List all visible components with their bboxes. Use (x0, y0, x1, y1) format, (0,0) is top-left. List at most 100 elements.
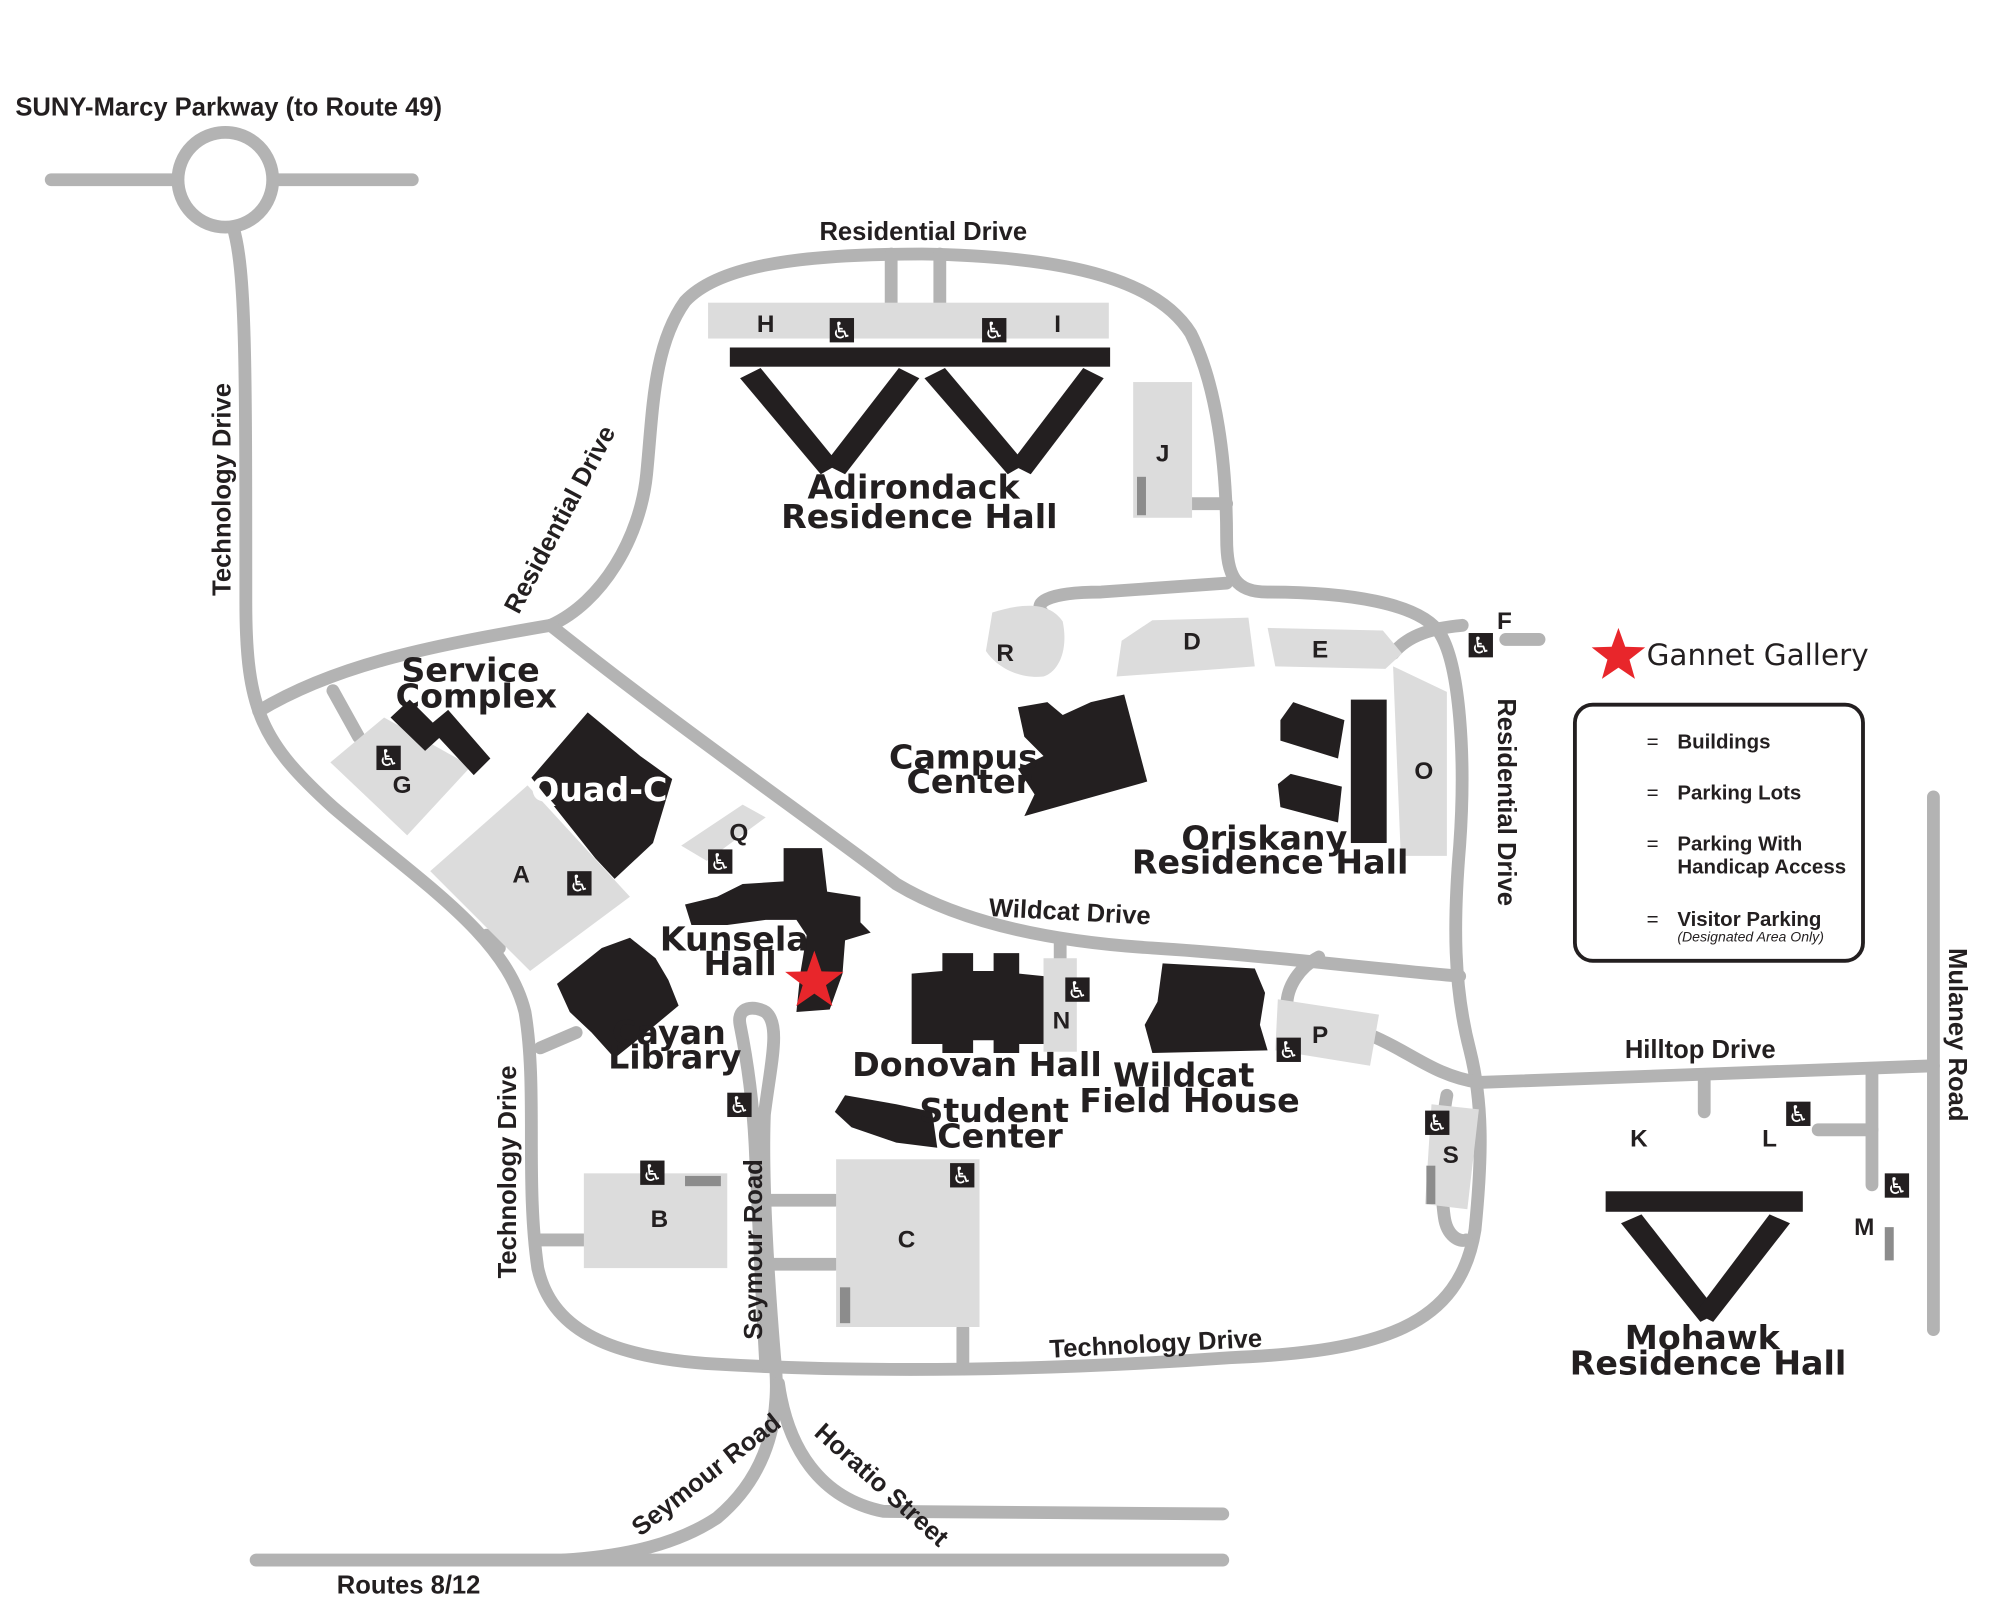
lot-labels: H I J G A Q R D E F O N P S B C K L M (393, 311, 1875, 1253)
label-student-center: Student Center (919, 1091, 1080, 1156)
lot-label-p: P (1312, 1022, 1328, 1049)
lot-label-j: J (1156, 440, 1170, 467)
lot-label-f: F (1497, 608, 1512, 635)
wheelchair-icon: ♿ (567, 871, 592, 898)
label-oriskany: Oriskany Residence Hall (1132, 818, 1409, 881)
road-label-technology-inner: Technology Drive (494, 1065, 522, 1278)
building-quad-c (531, 712, 673, 879)
label-kunsela: Kunsela Hall (660, 920, 820, 983)
label-adirondack: Adirondack Residence Hall (781, 468, 1058, 536)
wheelchair-icon: ♿ (1425, 1110, 1450, 1137)
road-label-mulaney: Mulaney Road (1943, 948, 1971, 1122)
svg-text:♿: ♿ (710, 850, 731, 876)
lot-label-c: C (898, 1227, 916, 1254)
svg-text:♿: ♿ (952, 1164, 973, 1190)
lot-label-l: L (1762, 1125, 1777, 1152)
lot-label-o: O (1414, 758, 1433, 785)
buildings (390, 347, 1803, 1322)
wheelchair-icon: ♿ (1276, 1037, 1301, 1064)
wheelchair-icon: ♿ (1786, 1101, 1811, 1128)
wheelchair-icon: ♿ (727, 1092, 752, 1119)
lot-label-e: E (1312, 636, 1328, 663)
lot-label-h: H (757, 311, 775, 338)
building-mohawk (1605, 1191, 1803, 1322)
label-donovan: Donovan Hall (852, 1045, 1102, 1084)
gannet-gallery-marker[interactable] (785, 950, 844, 1007)
label-campus-center: Campus Center (889, 738, 1049, 801)
wheelchair-icon: ♿ (1065, 977, 1090, 1004)
wheelchair-icon: ♿ (1884, 1173, 1910, 1200)
building-service-complex (390, 699, 491, 776)
legend-visitor: Visitor Parking (1677, 908, 1821, 931)
building-oriskany (1277, 699, 1387, 844)
parking-lots (330, 302, 1629, 1328)
svg-text:♿: ♿ (1470, 634, 1491, 660)
wheelchair-icon: ♿ (708, 849, 733, 876)
building-cayan (556, 937, 679, 1059)
lot-label-g: G (393, 772, 412, 799)
lot-g (330, 717, 472, 836)
svg-text:♿: ♿ (1067, 978, 1088, 1004)
legend-parking: Parking Lots (1677, 781, 1801, 804)
star-icon (1591, 627, 1646, 679)
lot-label-r: R (996, 640, 1014, 667)
legend-buildings: Buildings (1677, 730, 1770, 753)
legend-handicap: Parking With Handicap Access (1677, 833, 1846, 879)
lot-label-k: K (1630, 1125, 1648, 1152)
wheelchair-icon: ♿ (829, 318, 855, 345)
legend-eq: = (1647, 781, 1659, 804)
legend-eq: = (1647, 730, 1659, 753)
road-label-seymour-inner: Seymour Road (740, 1159, 768, 1340)
legend-eq: = (1647, 908, 1659, 931)
svg-text:♿: ♿ (1887, 1174, 1908, 1200)
road-label-hilltop: Hilltop Drive (1625, 1036, 1776, 1064)
svg-text:♿: ♿ (1278, 1038, 1299, 1064)
label-quad-c: Quad-C (531, 770, 668, 809)
svg-text:♿: ♿ (832, 319, 853, 345)
svg-text:♿: ♿ (378, 746, 399, 772)
svg-text:♿: ♿ (642, 1161, 663, 1187)
wheelchair-icon: ♿ (640, 1160, 665, 1187)
svg-text:♿: ♿ (729, 1093, 750, 1119)
lot-q (681, 804, 766, 861)
gannet-gallery-label: Gannet Gallery (1647, 638, 1869, 672)
label-wildcat-field-house: Wildcat Field House (1079, 1055, 1299, 1120)
building-kunsela (685, 848, 871, 1013)
building-wildcat-fh (1144, 963, 1268, 1053)
lot-h-i (708, 302, 1109, 339)
wheelchair-icon: ♿ (982, 318, 1007, 345)
road-label-residential-east: Residential Drive (1492, 698, 1520, 906)
lot-a (430, 785, 630, 972)
lot-o (1393, 666, 1447, 856)
road-network (44, 125, 1940, 1567)
building-adirondack (729, 347, 1111, 475)
gannet-gallery-key: Gannet Gallery (1591, 627, 1869, 679)
wheelchair-icon: ♿ (950, 1163, 975, 1190)
lot-r (985, 605, 1065, 677)
star-icon (785, 950, 844, 1007)
building-donovan (911, 953, 1044, 1053)
building-labels: Adirondack Residence Hall Service Comple… (396, 468, 1847, 1383)
wheelchair-icon: ♿ (1468, 633, 1493, 660)
lot-label-i: I (1054, 311, 1061, 338)
road-label-residential-top: Residential Drive (819, 218, 1027, 246)
lot-label-q: Q (729, 819, 748, 846)
lot-label-m: M (1854, 1214, 1874, 1241)
legend: = Buildings = Parking Lots = Parking Wit… (1572, 702, 1865, 963)
lot-label-b: B (651, 1206, 669, 1233)
road-label-routes-8-12: Routes 8/12 (337, 1571, 481, 1599)
label-mohawk: Mohawk Residence Hall (1570, 1318, 1847, 1383)
svg-text:♿: ♿ (984, 319, 1005, 345)
lot-b (583, 1173, 728, 1269)
lot-label-a: A (512, 862, 530, 889)
lot-label-s: S (1443, 1142, 1459, 1169)
lot-p (1275, 999, 1380, 1066)
wheelchair-icon: ♿ (376, 745, 401, 772)
lot-label-n: N (1053, 1008, 1071, 1035)
lot-n (1043, 958, 1077, 1052)
legend-box (1572, 702, 1865, 963)
legend-eq: = (1647, 833, 1659, 856)
handicap-icons: ♿ ♿ ♿ ♿ ♿ ♿ ♿ ♿ ♿ ♿ ♿ ♿ ♿ ♿ ♿ (376, 318, 1910, 1200)
legend-visitor-note: (Designated Area Only) (1677, 929, 1824, 945)
